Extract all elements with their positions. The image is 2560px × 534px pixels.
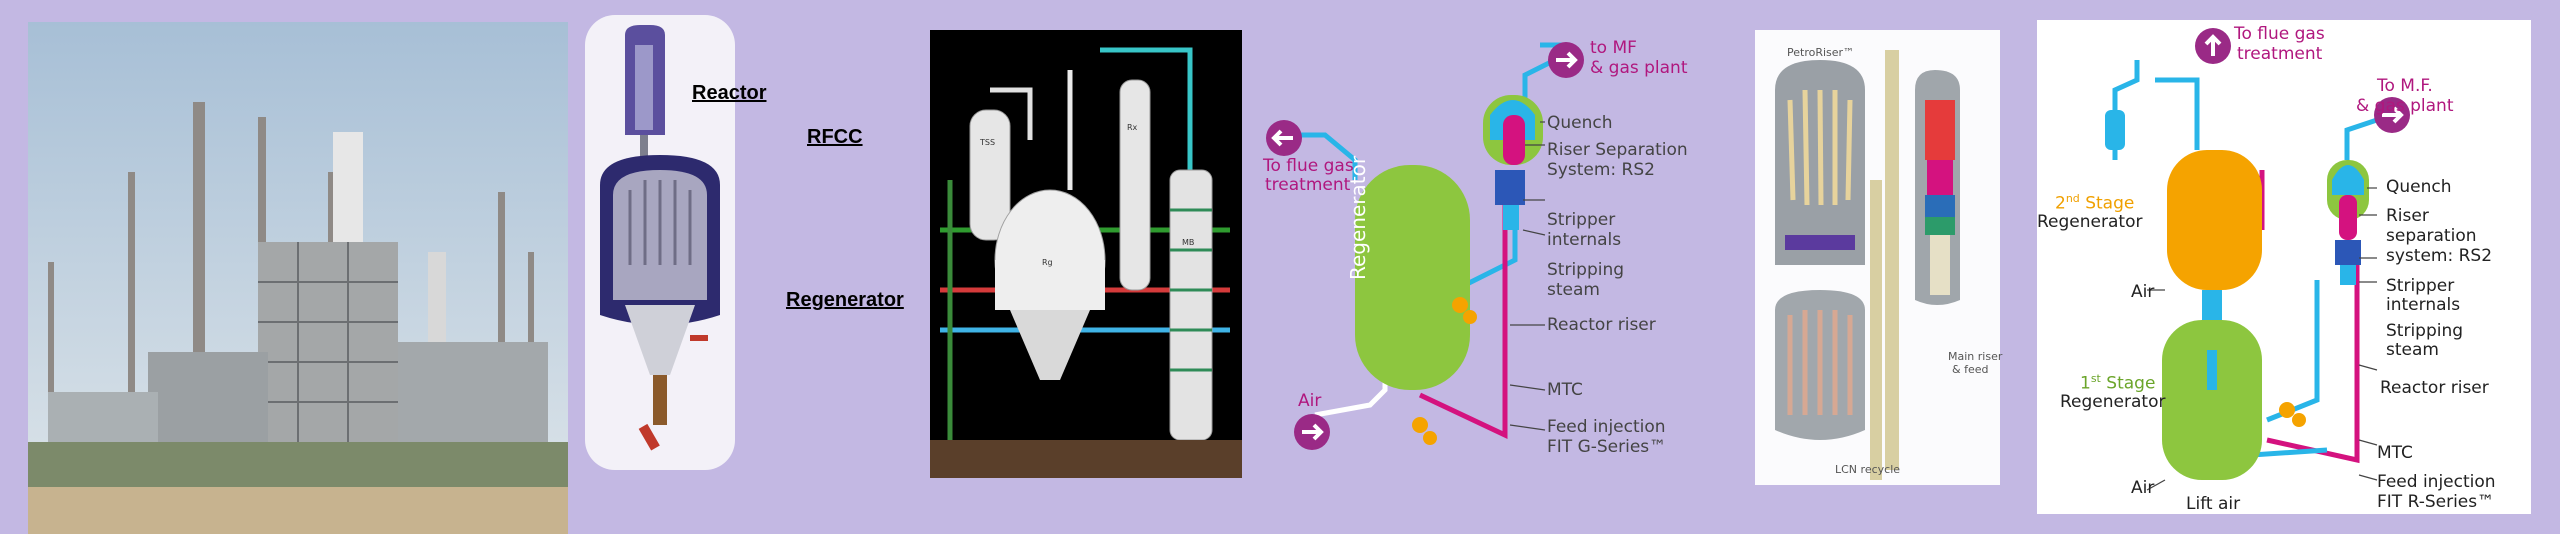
rfcc-process-diagram [1266,42,1584,450]
label-air-bottom: Air [2131,478,2155,498]
second-stage-word: Stage [2085,193,2135,214]
plant-3d-model: TSS Rx Rg MB [930,30,1242,478]
rfcc-schematic-1 [1255,30,1735,500]
label-riser-separation: Riser Separation [1547,140,1688,160]
label-quench: Quench [1547,113,1613,133]
label-main-riser: Main riser [1948,350,2003,363]
refinery-photo [28,22,568,534]
rfcc-cutaway-illustration [585,15,735,470]
label-feed-injection-2: Feed injection [2377,472,2496,492]
second-stage-regenerator [2167,150,2262,290]
label-reactor-riser: Reactor riser [1547,315,1656,335]
second-stage-number: 2 [2055,193,2066,214]
pipe-flue-gas [1285,132,1358,180]
label-stripper-2: Stripper [2386,276,2455,296]
label-reactor: Reactor [692,82,767,104]
label-to-mf-2: To M.F. [2377,76,2433,96]
label-air: Air [1298,391,1322,411]
label-gas-plant-2: & gas plant [2356,96,2454,116]
label-feed-injection: Feed injection [1547,417,1666,437]
pipe-reactor-riser [1418,200,1508,439]
label-reactor-riser-2: Reactor riser [2380,378,2489,398]
reactor-regenerator-cutaway [585,15,735,470]
label-lcn-recycle: LCN recycle [1835,463,1901,476]
petroriser-cutaway [1755,30,2000,485]
label-quench-2: Quench [2386,177,2452,197]
regenerator-vessel [1355,165,1470,390]
label-treatment-2: treatment [2237,44,2323,64]
tag-mb: MB [1182,238,1194,247]
arrow-right-icon [1302,423,1324,441]
label-to-flue-gas-2: To flue gas [2234,24,2325,44]
label-lift-air: Lift air [2186,494,2241,514]
label-fit-g-series: FIT G-Series™ [1547,437,1667,457]
label-fit-r-series: FIT R-Series™ [2377,492,2495,512]
pipe-reactor-riser [2266,260,2360,464]
arrow-up-icon [2204,34,2222,56]
first-stage-superscript: st [2090,372,2101,385]
refinery-photo-illustration [28,22,568,534]
label-first-stage: 1st Stage [2080,372,2155,394]
arrow-right-icon [1556,51,1578,69]
label-mtc-2: MTC [2377,443,2413,463]
label-separation: separation [2386,226,2477,246]
tag-rg: Rg [1042,258,1053,267]
label-and-feed: & feed [1952,363,1989,376]
label-gas-plant: & gas plant [1590,58,1688,78]
label-internals: internals [1547,230,1622,250]
first-stage-number: 1 [2080,373,2091,394]
arrow-right-icon [2382,106,2404,124]
label-rfcc: RFCC [807,126,863,148]
label-to-flue-gas: To flue gas [1263,156,1354,176]
plant-3d-rendering: TSS Rx Rg MB [930,30,1242,478]
second-stage-superscript: nd [2065,192,2080,205]
rfcc-schematic-2 [2037,20,2531,514]
label-regenerator-1st: Regenerator [2060,392,2166,412]
first-stage-word: Stage [2106,373,2156,394]
label-air-top: Air [2131,282,2155,302]
label-stripper: Stripper [1547,210,1616,230]
label-riser: Riser [2386,206,2429,226]
label-system-rs2-2: system: RS2 [2386,246,2493,266]
arrow-left-icon [1271,129,1293,147]
two-stage-regenerator-diagram [2105,28,2410,491]
tag-rx: Rx [1127,123,1138,132]
label-internals-2: internals [2386,295,2461,315]
label-system-rs2: System: RS2 [1547,160,1655,180]
petroriser-illustration [1755,30,2000,485]
tag-tss: TSS [979,138,995,147]
label-steam: steam [1547,280,1600,300]
label-to-mf: to MF [1590,38,1637,58]
label-stripping: Stripping [1547,260,1625,280]
label-stripping-2: Stripping [2386,321,2464,341]
label-second-stage: 2nd Stage [2055,192,2134,214]
label-regenerator-2nd: Regenerator [2037,212,2143,232]
label-mtc: MTC [1547,380,1583,400]
label-petroriser: PetroRiser™ [1787,46,1855,59]
first-stage-regenerator [2162,320,2262,480]
label-treatment: treatment [1265,175,1351,195]
label-steam-2: steam [2386,340,2439,360]
label-regenerator: Regenerator [786,289,904,311]
